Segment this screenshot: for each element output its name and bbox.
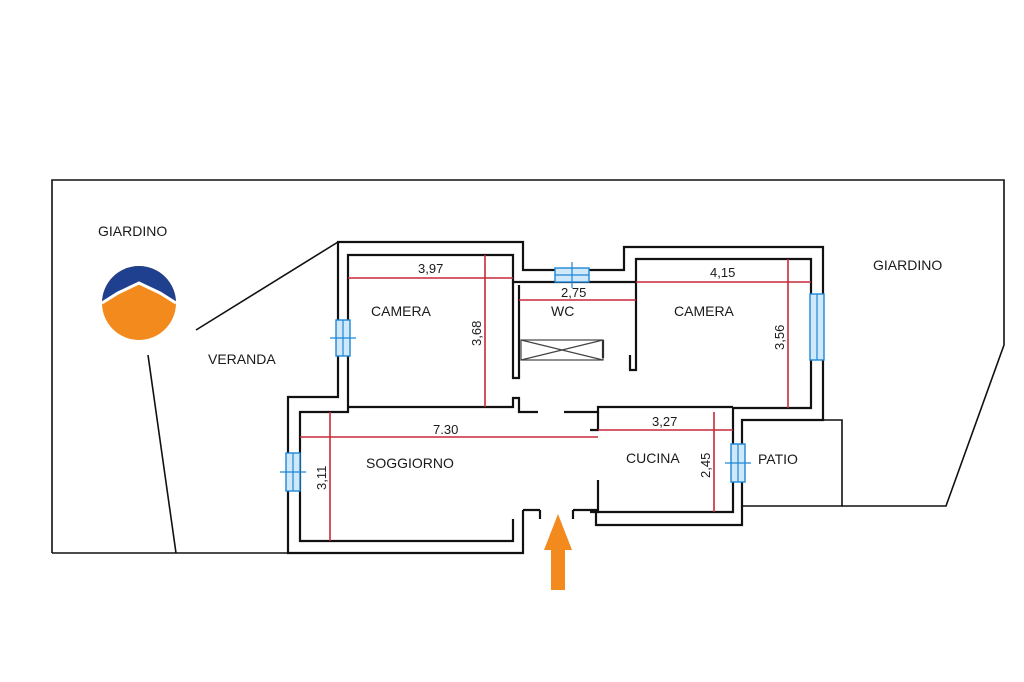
dim-cucina-depth: 2,45 [698,453,713,478]
label-wc: WC [551,303,574,319]
lot-boundary [51,179,1005,554]
label-patio: PATIO [758,451,798,467]
label-cucina: CUCINA [626,450,680,466]
room-labels: GIARDINO GIARDINO VERANDA CAMERA WC CAME… [98,223,942,471]
dim-camera-right-depth: 3,56 [772,325,787,350]
dim-camera-left-depth: 3,68 [469,321,484,346]
window-cucina [725,443,751,483]
window-soggiorno [280,452,306,492]
dim-soggiorno-depth: 3,11 [314,466,329,490]
window-wc [554,262,590,288]
window-camera-right [809,293,825,361]
dim-wc-width: 2,75 [561,285,586,300]
entrance-arrow-icon [544,514,572,590]
label-camera-right: CAMERA [674,303,735,319]
label-giardino-left: GIARDINO [98,223,167,239]
dim-camera-right-width: 4,15 [710,265,735,280]
window-camera-left [330,319,356,357]
label-camera-left: CAMERA [371,303,432,319]
dimension-lines [300,255,811,541]
label-veranda: VERANDA [208,351,276,367]
dim-camera-left-width: 3,97 [418,261,443,276]
windows [280,262,825,492]
closet-cross [520,339,604,361]
compass-logo-icon [101,266,177,340]
label-giardino-right: GIARDINO [873,257,942,273]
dimension-values: 3,97 3,68 2,75 4,15 3,56 7.30 3,11 3,27 … [314,261,787,490]
label-soggiorno: SOGGIORNO [366,455,454,471]
dim-cucina-width: 3,27 [652,414,677,429]
dim-soggiorno-width: 7.30 [433,422,458,437]
